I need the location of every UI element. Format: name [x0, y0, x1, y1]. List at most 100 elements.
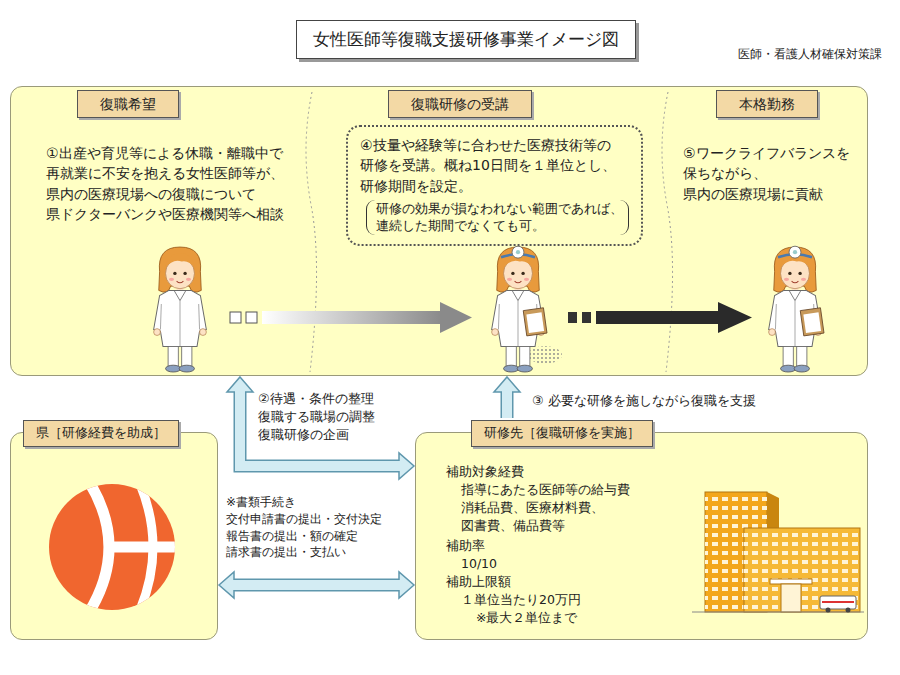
text-slot: 10/10 — [461, 555, 497, 573]
progress-arrow-part — [230, 312, 241, 323]
text-slot: ※書類手続き 交付申請書の提出・交付決定 報告書の提出・額の確定 請求書の提出・… — [226, 494, 388, 561]
text-slot: 県［研修経費を助成］ — [23, 420, 179, 447]
text-slot: ※最大２単位まで — [476, 609, 577, 627]
item-note: ※最大２単位まで — [476, 609, 577, 627]
hospital-building-part — [781, 584, 801, 612]
progress-arrow-part — [582, 312, 591, 323]
text-slot: 研修先［復職研修を実施］ — [471, 420, 653, 447]
text-slot: ④技量や経験等に合わせた医療技術等の 研修を受講。概ね10日間を１単位とし、 研… — [360, 135, 629, 196]
text-slot: ⑤ワークライフバランスを 保ちながら、 県内の医療現場に貢献 — [683, 143, 859, 204]
text-slot: 研修の効果が損なわれない範囲であれば、 連続した期間でなくても可。 — [360, 200, 629, 235]
arrow-shaft — [231, 580, 402, 590]
tab-heading: 本格勤務 — [739, 94, 795, 114]
text-slot: 補助率 — [446, 537, 485, 555]
bracket-note: 研修の効果が損なわれない範囲であれば、 連続した期間でなくても可。 — [366, 200, 629, 235]
panel-heading: 県［研修経費を助成］ — [23, 420, 179, 447]
arrow-shaft-outline — [231, 579, 402, 592]
text-slot: ①出産や育児等による休職・離職中で 再就業に不安を抱える女性医師等が、 県内の医… — [46, 143, 292, 224]
connector-label: ※書類手続き 交付申請書の提出・交付決定 報告書の提出・額の確定 請求書の提出・… — [226, 494, 388, 561]
hospital-building-part — [744, 528, 860, 612]
progress-arrow-part — [262, 311, 442, 324]
item-text: 指導にあたる医師等の給与費 — [461, 481, 630, 499]
floor-shadow — [528, 346, 562, 364]
text-slot: 補助対象経費 — [446, 463, 524, 481]
doctor-figure-part — [523, 308, 547, 336]
doctor-figure — [769, 246, 824, 372]
doctor-figure-part — [501, 246, 535, 258]
arrow-head — [399, 572, 414, 598]
diagram-title: 女性医師等復職支援研修事業イメージ図 — [313, 27, 619, 52]
text-slot: 消耗品費、医療材料費、 図書費、備品費等 — [461, 499, 609, 534]
arrow-shaft — [240, 389, 402, 466]
text-slot: 医師・看護人材確保対策課 — [738, 46, 882, 63]
prefecture-logo — [49, 480, 180, 614]
item-text: 10/10 — [461, 555, 497, 573]
doctor-figure-part — [778, 246, 812, 258]
hospital-building — [692, 492, 864, 612]
prefecture-logo-part-part — [140, 484, 153, 610]
arrow-shaft — [502, 389, 512, 418]
progress-arrow-part — [246, 312, 257, 323]
connector-label: ③ 必要な研修を施しながら復職を支援 — [532, 392, 756, 410]
column-separator — [306, 92, 317, 372]
arrow-head — [399, 453, 414, 479]
tab-heading: 復職希望 — [100, 94, 156, 114]
progress-arrow-part — [596, 311, 720, 324]
text-slot: 本格勤務 — [739, 94, 795, 114]
item-heading: 補助対象経費 — [446, 463, 524, 481]
progress-arrow-part — [440, 302, 472, 333]
ambulance — [820, 596, 856, 613]
hospital-building-part — [767, 492, 779, 612]
doctor-figure-part — [800, 308, 824, 336]
block-arrow — [494, 377, 520, 418]
arrow-head — [494, 377, 520, 392]
hospital-building-part — [770, 579, 812, 584]
doctor-figure-part — [154, 247, 207, 372]
progress-arrow — [568, 302, 752, 333]
training-site-panel: 研修先［復職研修を実施］補助対象経費指導にあたる医師等の給与費消耗品費、医療材料… — [415, 432, 868, 640]
tab-heading: 復職研修の受講 — [411, 94, 509, 114]
step-text: ①出産や育児等による休職・離職中で 再就業に不安を抱える女性医師等が、 県内の医… — [46, 143, 292, 224]
doctor-figure — [492, 246, 547, 372]
doctor-figure — [154, 247, 207, 372]
prefecture-panel: 県［研修経費を助成］ — [10, 432, 218, 640]
text-slot: ②待遇・条件の整理 復職する職場の調整 復職研修の企画 — [258, 390, 391, 445]
item-heading: 補助上限額 — [446, 573, 511, 591]
stage-tab: 本格勤務 — [716, 90, 818, 118]
arrow-head — [227, 377, 253, 392]
prefecture-logo-part-part — [104, 542, 180, 553]
stage-tab: 復職研修の受講 — [388, 90, 532, 118]
text-slot: 復職希望 — [100, 94, 156, 114]
prefecture-logo-part — [88, 480, 180, 614]
text-slot: 復職研修の受講 — [411, 94, 509, 114]
hospital-building-part — [705, 492, 767, 612]
prefecture-logo-part-part — [88, 480, 109, 614]
block-arrow — [219, 572, 414, 598]
connector-label: ②待遇・条件の整理 復職する職場の調整 復職研修の企画 — [258, 390, 391, 445]
progress-arrow-part — [718, 302, 752, 333]
item-text: 消耗品費、医療材料費、 図書費、備品費等 — [461, 499, 609, 534]
title-frame: 女性医師等復職支援研修事業イメージ図 — [296, 20, 636, 59]
ambulance-part — [846, 608, 851, 613]
arrow-head — [219, 572, 234, 598]
training-box: ④技量や経験等に合わせた医療技術等の 研修を受講。概ね10日間を１単位とし、 研… — [346, 125, 643, 246]
stage-panel: 復職希望 復職研修の受講 本格勤務 ④技量や経験等に合わせた医療技術等の 研修を受講。… — [10, 86, 868, 376]
prefecture-logo-part — [49, 484, 175, 610]
stage-tab: 復職希望 — [77, 90, 179, 118]
department-label: 医師・看護人材確保対策課 — [738, 46, 882, 63]
column-separator — [662, 92, 673, 372]
ambulance-part — [826, 608, 831, 613]
arrow-shaft-outline — [240, 389, 402, 466]
progress-arrow-part — [568, 312, 577, 323]
step-text: ⑤ワークライフバランスを 保ちながら、 県内の医療現場に貢献 — [683, 143, 859, 204]
doctor-figure-part — [769, 247, 822, 372]
doctor-figure-part — [492, 247, 545, 372]
text-slot: 補助上限額 — [446, 573, 511, 591]
hospital-building-part — [705, 492, 767, 612]
hospital-building-part — [744, 528, 860, 612]
panel-heading: 研修先［復職研修を実施］ — [471, 420, 653, 447]
arrow-shaft-outline — [501, 389, 514, 418]
item-text: １単位当たり20万円 — [461, 591, 581, 609]
